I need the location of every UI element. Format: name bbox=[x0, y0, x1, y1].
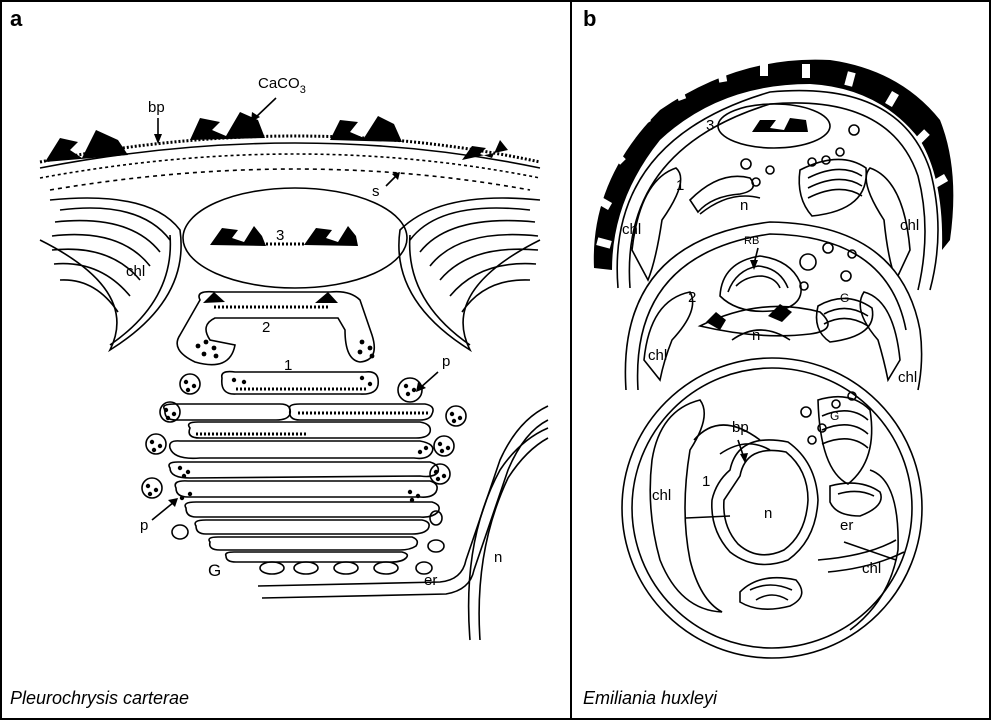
label-b-n-mid: n bbox=[752, 327, 760, 344]
panel-a-caption: Pleurochrysis carterae bbox=[10, 688, 189, 709]
label-caco3: CaCO3 bbox=[258, 75, 306, 96]
label-stage-1: 1 bbox=[284, 357, 292, 374]
label-chl: chl bbox=[126, 263, 145, 280]
label-b-rb: RB bbox=[744, 235, 759, 247]
label-b-stage-2: 2 bbox=[688, 289, 696, 306]
label-golgi: G bbox=[208, 561, 221, 580]
label-b-stage-3: 3 bbox=[706, 117, 714, 134]
label-er: er bbox=[424, 572, 437, 589]
label-b-golgi-mid: G bbox=[840, 291, 849, 305]
label-b-chl-bot-left: chl bbox=[652, 487, 671, 504]
panel-a-diagram bbox=[40, 98, 548, 640]
label-b-chl-mid-left: chl bbox=[648, 347, 667, 364]
label-b-bp: bp bbox=[732, 419, 749, 436]
label-b-chl-top-right: chl bbox=[900, 217, 919, 234]
label-b-golgi-bot: G bbox=[830, 409, 839, 423]
label-p-upper: p bbox=[442, 353, 450, 370]
panel-a-letter: a bbox=[10, 6, 22, 32]
label-b-stage-1-top: 1 bbox=[676, 177, 684, 194]
coccolith-row bbox=[45, 112, 508, 162]
label-stage-2: 2 bbox=[262, 319, 270, 336]
panel-b-caption: Emiliania huxleyi bbox=[583, 688, 717, 709]
label-b-chl-mid-right: chl bbox=[898, 369, 917, 386]
label-b-stage-1-bot: 1 bbox=[702, 473, 710, 490]
label-nucleus: n bbox=[494, 549, 502, 566]
label-stage-3: 3 bbox=[276, 227, 284, 244]
label-b-er: er bbox=[840, 517, 853, 534]
label-b-chl-top-left: chl bbox=[622, 221, 641, 238]
label-b-n-top: n bbox=[740, 197, 748, 214]
panel-b-letter: b bbox=[583, 6, 596, 32]
label-bp: bp bbox=[148, 99, 165, 116]
label-b-chl-bot-right: chl bbox=[862, 560, 881, 577]
label-s: s bbox=[372, 183, 380, 200]
label-b-n-bot: n bbox=[764, 505, 772, 522]
label-p-lower: p bbox=[140, 517, 148, 534]
